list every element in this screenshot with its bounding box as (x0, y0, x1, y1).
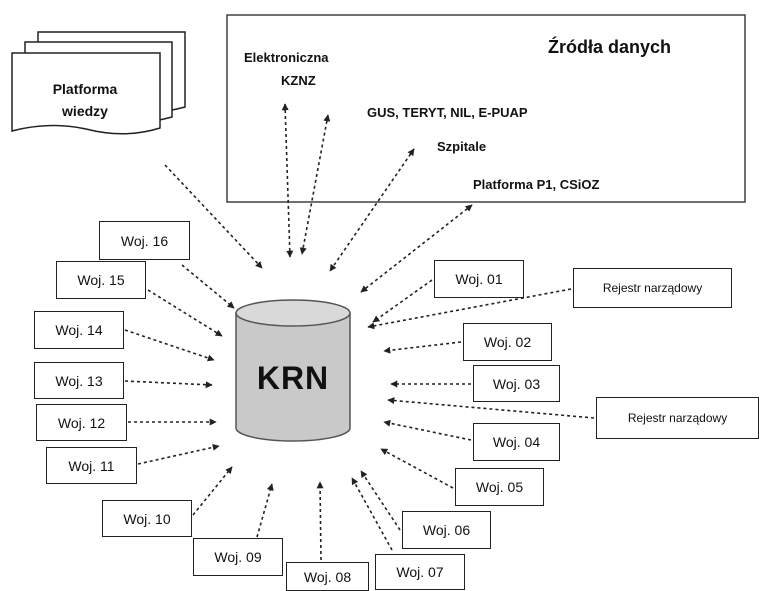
arrow-woj-01 (372, 279, 433, 323)
registry-box-right: Rejestr narządowy (596, 397, 759, 439)
arrow-woj-07 (351, 477, 393, 551)
krn-label: KRN (256, 360, 330, 396)
connector-arrows (124, 103, 595, 561)
voivodeship-box-15: Woj. 15 (56, 261, 146, 299)
knowledge-platform-doc-icon (11, 31, 186, 135)
arrow-woj-15 (147, 289, 223, 337)
arrow-woj-14 (124, 329, 215, 362)
knowledge-platform-line2: wiedzy (62, 103, 108, 119)
voivodeship-box-03: Woj. 03 (473, 365, 560, 402)
arrow-woj-16 (181, 264, 235, 309)
source-kznz-label: KZNZ (281, 73, 316, 88)
arrow-kznz (281, 103, 294, 258)
arrow-registry-top (367, 288, 572, 330)
registry-box-top: Rejestr narządowy (573, 268, 732, 308)
knowledge-platform-line1: Platforma (52, 81, 118, 97)
knowledge-platform-label: Platforma wiedzy (30, 78, 140, 122)
source-p1-label: Platforma P1, CSiOZ (473, 177, 600, 192)
voivodeship-box-10: Woj. 10 (102, 500, 192, 537)
voivodeship-box-05: Woj. 05 (455, 468, 544, 506)
voivodeship-box-16: Woj. 16 (99, 221, 190, 260)
arrow-woj-11 (137, 443, 220, 465)
arrow-woj-08 (316, 481, 324, 561)
voivodeship-box-12: Woj. 12 (36, 404, 127, 441)
voivodeship-box-02: Woj. 02 (463, 323, 552, 361)
arrow-registry-right (387, 397, 595, 419)
source-gus-label: GUS, TERYT, NIL, E-PUAP (367, 105, 528, 120)
voivodeship-box-07: Woj. 07 (375, 554, 465, 590)
source-szpitale-label: Szpitale (437, 139, 487, 154)
voivodeship-box-04: Woj. 04 (473, 423, 560, 461)
voivodeship-box-11: Woj. 11 (46, 447, 137, 484)
voivodeship-box-08: Woj. 08 (286, 562, 369, 591)
arrow-woj-09 (256, 483, 274, 538)
arrow-woj-13 (124, 380, 213, 389)
arrow-woj-06 (360, 470, 401, 531)
arrow-woj-02 (383, 341, 462, 354)
voivodeship-box-14: Woj. 14 (34, 311, 124, 349)
voivodeship-box-06: Woj. 06 (402, 511, 491, 549)
source-elektroniczna-label: Elektroniczna (244, 50, 329, 65)
data-sources-title: Źródła danych (548, 37, 672, 57)
krn-database-icon (235, 299, 351, 442)
arrow-woj-10 (192, 466, 233, 516)
arrow-woj-04 (383, 419, 472, 441)
voivodeship-box-09: Woj. 09 (193, 538, 283, 576)
voivodeship-box-01: Woj. 01 (434, 260, 524, 298)
arrow-woj-05 (380, 448, 454, 489)
voivodeship-box-13: Woj. 13 (34, 362, 124, 399)
